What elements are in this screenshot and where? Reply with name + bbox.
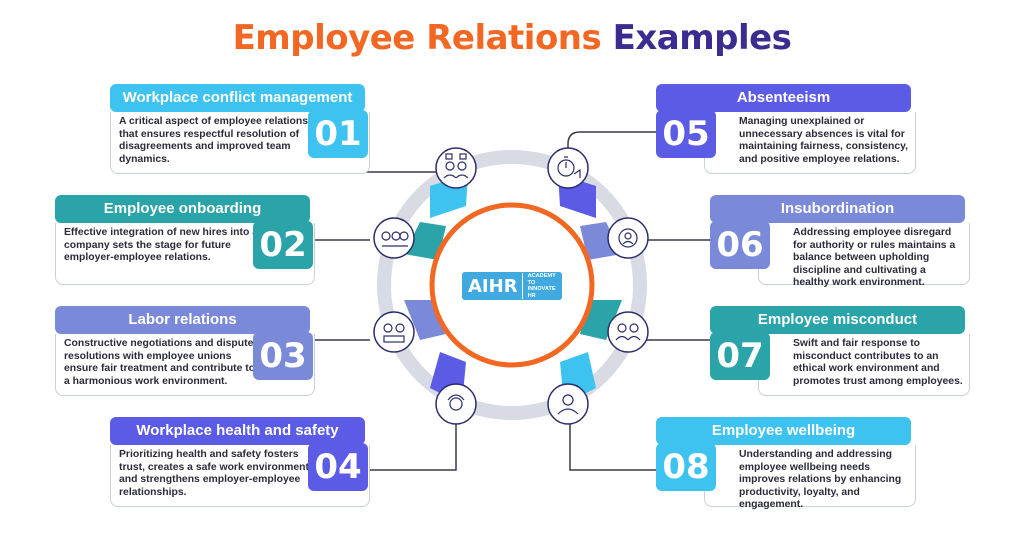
onboarding-icon: [373, 217, 415, 259]
card-number: 07: [710, 332, 770, 380]
aihr-logo: AIHR ACADEMY TO INNOVATE HR: [462, 272, 562, 300]
logo-line-2: INNOVATE HR: [527, 286, 556, 299]
card-text: Swift and fair response to misconduct co…: [758, 334, 970, 396]
card-02: Employee onboarding Effective integratio…: [55, 195, 315, 293]
card-06: Insubordination Addressing employee disr…: [710, 195, 970, 293]
title-part-2: Examples: [612, 18, 792, 58]
card-title: Employee onboarding: [55, 195, 310, 223]
logo-main: AIHR: [468, 275, 518, 297]
card-text: Managing unexplained or unnecessary abse…: [704, 112, 916, 174]
labor-icon: [373, 311, 415, 353]
card-title: Workplace health and safety: [110, 417, 365, 445]
card-text: Understanding and addressing employee we…: [704, 445, 916, 510]
logo-tagline: ACADEMY TO INNOVATE HR: [521, 273, 562, 299]
title-part-1: Employee Relations: [232, 18, 602, 58]
card-number: 06: [710, 221, 770, 269]
insubordination-icon: [607, 217, 649, 259]
card-text: Addressing employee disregard for author…: [758, 223, 970, 288]
card-number: 01: [308, 110, 368, 158]
stopwatch-icon: [547, 147, 589, 189]
card-number: 02: [253, 221, 313, 269]
card-title: Labor relations: [55, 306, 310, 334]
page-title: Employee Relations Examples: [0, 18, 1024, 58]
card-title: Insubordination: [710, 195, 965, 223]
health-icon: [435, 383, 477, 425]
connector-05: [567, 131, 704, 160]
petal-02: [404, 222, 446, 260]
logo-line-1: ACADEMY TO: [527, 273, 556, 286]
wellbeing-icon: [547, 383, 589, 425]
card-01: Workplace conflict management A critical…: [110, 84, 370, 182]
card-03: Labor relations Constructive negotiation…: [55, 306, 315, 404]
card-number: 05: [656, 110, 716, 158]
card-number: 08: [656, 443, 716, 491]
card-number: 04: [308, 443, 368, 491]
card-number: 03: [253, 332, 313, 380]
card-04: Workplace health and safety Prioritizing…: [110, 417, 370, 515]
card-07: Employee misconduct Swift and fair respo…: [710, 306, 970, 404]
card-title: Employee wellbeing: [656, 417, 911, 445]
card-05: Absenteeism Managing unexplained or unne…: [656, 84, 916, 182]
conflict-icon: [435, 147, 477, 189]
card-08: Employee wellbeing Understanding and add…: [656, 417, 916, 515]
misconduct-icon: [607, 311, 649, 353]
card-title: Workplace conflict management: [110, 84, 365, 112]
card-title: Absenteeism: [656, 84, 911, 112]
card-title: Employee misconduct: [710, 306, 965, 334]
outer-ring: [377, 150, 647, 420]
